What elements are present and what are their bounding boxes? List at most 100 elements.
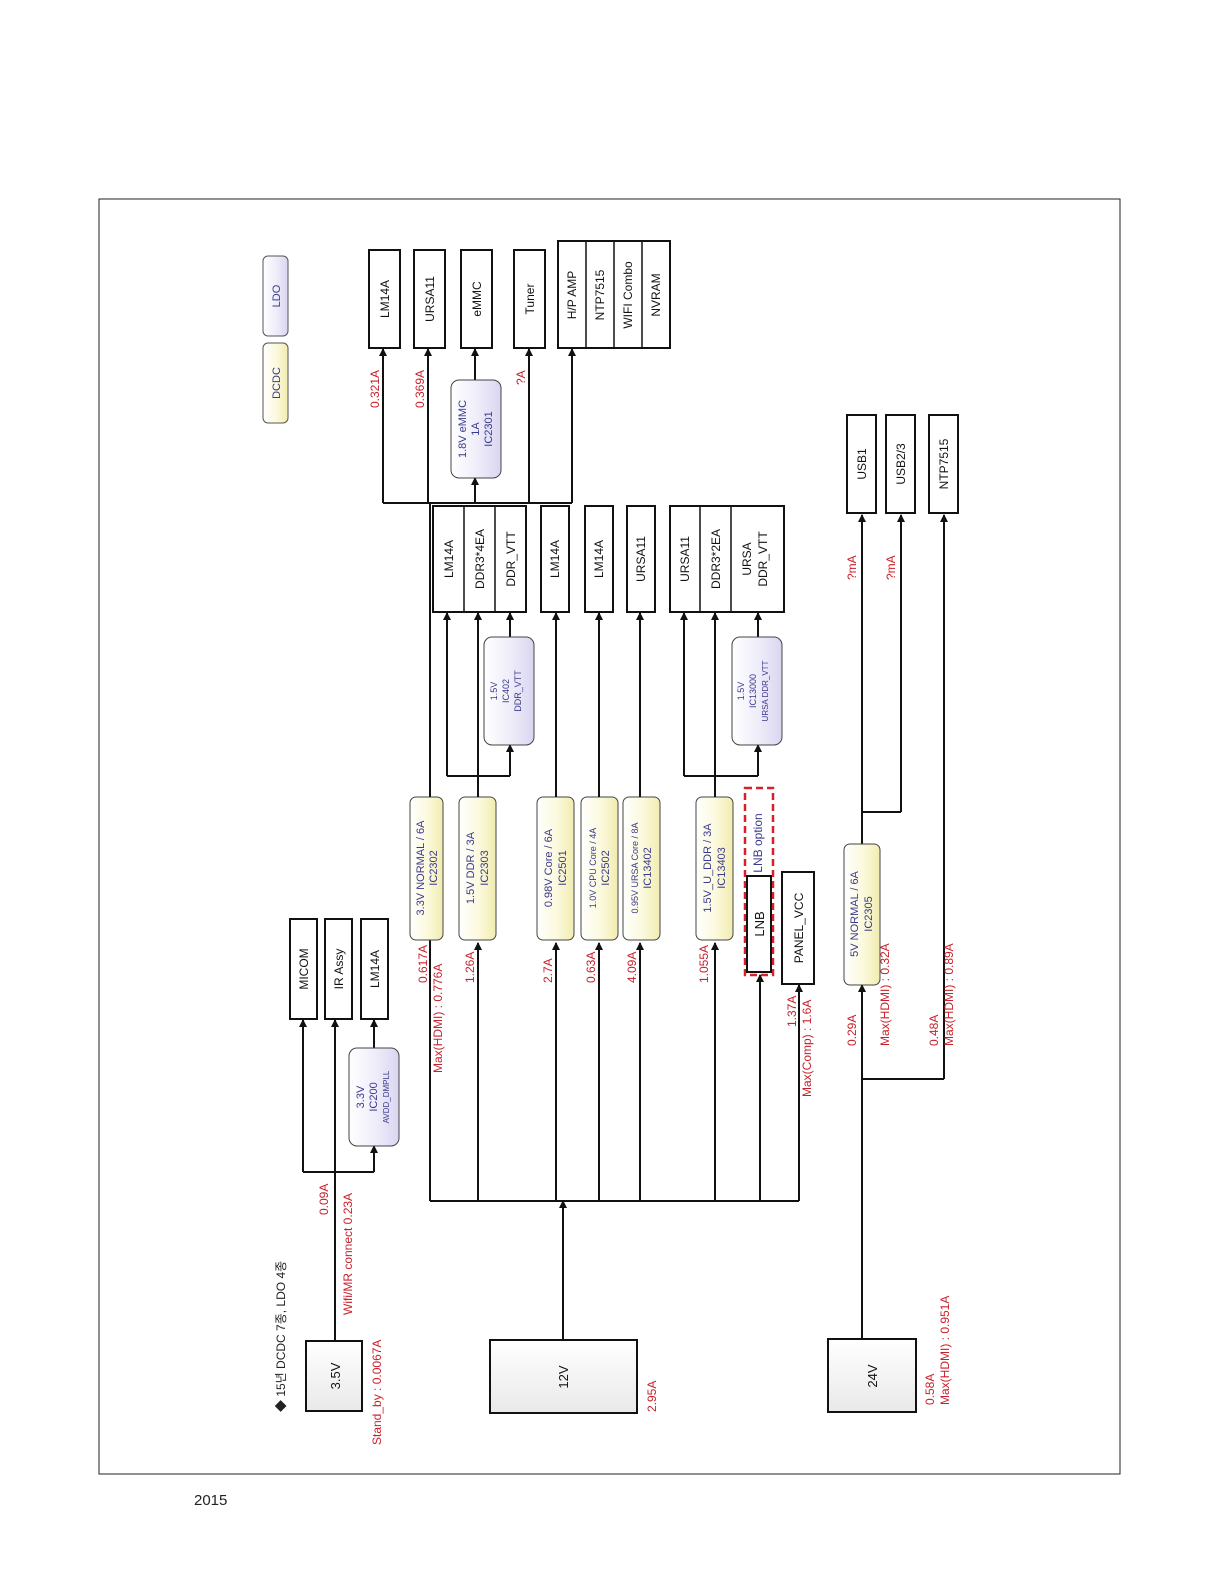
load-emmc bbox=[460, 249, 493, 349]
normal33-current: 0.617A bbox=[416, 945, 430, 983]
ic402-line3: DDR_VTT bbox=[513, 670, 523, 712]
ntp7515-current: 0.48A bbox=[927, 1015, 941, 1046]
source-3v5-label: 3.5V bbox=[328, 1362, 343, 1389]
ntp7515-max: Max(HDMI) : 0.89A bbox=[942, 943, 956, 1046]
micom-current: 0.09A bbox=[317, 1184, 331, 1215]
ic200-line1: 3.3V bbox=[355, 1085, 367, 1108]
load-ursa11-ddr-label: URSA11 bbox=[678, 536, 692, 582]
regulator-ic2301 bbox=[450, 379, 502, 479]
load-lm14a-standby bbox=[360, 918, 389, 1020]
load-lm14a-core-label: LM14A bbox=[548, 540, 562, 578]
normal33-max: Max(HDMI) : 0.776A bbox=[431, 964, 445, 1073]
wifi-current: Wifi/MR connect 0.23A bbox=[341, 1193, 355, 1315]
source-24v-max: Max(HDMI) : 0.951A bbox=[938, 1296, 952, 1405]
load-ursa11-core bbox=[626, 505, 656, 613]
panel-max: Max(Comp) : 1.6A bbox=[800, 1000, 814, 1097]
ic2501-line1: 0.98V Core / 6A bbox=[543, 828, 555, 907]
load-usb1-label: USB1 bbox=[855, 448, 869, 480]
regulator-ic2302 bbox=[409, 796, 444, 941]
source-12v-label: 12V bbox=[556, 1365, 571, 1388]
load-ddr3-4ea-label: DDR3*4EA bbox=[473, 529, 487, 589]
ic13000-line1: 1.5V bbox=[736, 682, 746, 701]
normal5v-max: Max(HDMI) : 0.32A bbox=[878, 943, 892, 1046]
load-nvram-label: NVRAM bbox=[649, 273, 663, 316]
lnb-option-outline bbox=[743, 786, 775, 977]
load-panel-vcc bbox=[781, 871, 815, 985]
cpu10-current: 0.63A bbox=[584, 952, 598, 983]
legend-title: ◆ 15년 DCDC 7종, LDO 4종 bbox=[274, 1261, 288, 1412]
lm14a-top-current: 0.321A bbox=[368, 370, 382, 408]
load-lm14a-standby-label: LM14A bbox=[368, 950, 382, 988]
load-ursa-vtt-line1: URSA bbox=[740, 542, 754, 575]
ursa095-current: 4.09A bbox=[625, 952, 639, 983]
load-lnb-label: LNB bbox=[752, 911, 767, 936]
ic2305-line1: 5V NORMAL / 6A bbox=[849, 870, 861, 956]
load-ursa-vtt-line2: DDR_VTT bbox=[756, 531, 770, 587]
ic2501-line2: IC2501 bbox=[557, 850, 569, 885]
ddr15-current: 1.26A bbox=[463, 952, 477, 983]
usb1-current: ?mA bbox=[845, 555, 859, 580]
source-24v bbox=[827, 1338, 917, 1413]
load-ir-assy bbox=[324, 918, 353, 1020]
ic2301-line3: IC2301 bbox=[483, 411, 495, 446]
load-ir-assy-label: IR Assy bbox=[332, 949, 346, 990]
ic2301-line2: 1A bbox=[470, 422, 482, 436]
ic13000-line3: URSA DDR_VTT bbox=[761, 660, 770, 721]
source-12v-current: 2.95A bbox=[645, 1381, 659, 1412]
load-ntp7515-top-label: NTP7515 bbox=[593, 269, 607, 320]
load-group-ddr bbox=[432, 505, 527, 613]
load-lm14a-top-label: LM14A bbox=[378, 280, 392, 318]
legend-dcdc-label: DCDC bbox=[271, 367, 283, 399]
regulator-ic2305 bbox=[843, 843, 881, 986]
load-hp-amp-label: H/P AMP bbox=[565, 271, 579, 319]
footer-year: 2015 bbox=[194, 1492, 228, 1509]
source-12v bbox=[489, 1339, 638, 1414]
load-micom bbox=[289, 918, 318, 1020]
core098-current: 2.7A bbox=[541, 958, 555, 983]
load-group-ursa-ddr bbox=[669, 505, 785, 613]
load-tuner-label: Tuner bbox=[523, 284, 537, 315]
source-24v-label: 24V bbox=[865, 1364, 880, 1387]
regulator-ic200 bbox=[348, 1047, 400, 1147]
load-lm14a-cpu-label: LM14A bbox=[592, 540, 606, 578]
ic2303-line1: 1.5V DDR / 3A bbox=[465, 831, 477, 904]
ic2302-line2: IC2302 bbox=[428, 850, 440, 885]
ic200-line3: AVDD_DMPLL bbox=[382, 1070, 391, 1123]
load-ddr-vtt-label: DDR_VTT bbox=[504, 531, 518, 587]
source-24v-current: 0.58A bbox=[923, 1374, 937, 1405]
standby-current: Stand_by : 0.0067A bbox=[370, 1340, 384, 1445]
ic2502-line2: IC2502 bbox=[600, 850, 612, 885]
ic200-line2: IC200 bbox=[368, 1082, 380, 1111]
ic2502-line1: 1.0V CPU Core / 4A bbox=[588, 828, 598, 909]
regulator-ic13402 bbox=[622, 796, 661, 941]
load-panel-vcc-label: PANEL_VCC bbox=[792, 892, 806, 963]
load-ntp7515-bottom bbox=[928, 414, 959, 514]
regulator-ic13000 bbox=[731, 636, 783, 746]
usb23-current: ?mA bbox=[884, 555, 898, 580]
tuner-current: ?A bbox=[514, 370, 528, 385]
ic2302-line1: 3.3V NORMAL / 6A bbox=[415, 820, 427, 916]
load-lm14a-top bbox=[368, 249, 401, 349]
load-ursa11-top-label: URSA11 bbox=[423, 276, 437, 322]
ic402-line2: IC402 bbox=[501, 679, 511, 703]
panel-current: 1.37A bbox=[785, 996, 799, 1027]
load-ddr3-2ea-label: DDR3*2EA bbox=[709, 529, 723, 589]
ursa11-top-current: 0.369A bbox=[413, 370, 427, 408]
ic13403-line1: 1.5V_U_DDR / 3A bbox=[702, 823, 714, 913]
ic13000-line2: IC13000 bbox=[748, 674, 758, 708]
legend-ldo-label: LDO bbox=[271, 284, 283, 307]
lnb-option-label: LNB option bbox=[751, 813, 765, 872]
ic13402-line1: 0.95V URSA Core / 8A bbox=[630, 822, 640, 913]
normal5v-current: 0.29A bbox=[845, 1015, 859, 1046]
ic2303-line2: IC2303 bbox=[479, 850, 491, 885]
load-wifi-combo-label: WIFI Combo bbox=[621, 261, 635, 329]
load-usb23-label: USB2/3 bbox=[894, 443, 908, 485]
load-lnb bbox=[746, 875, 772, 973]
ic2305-line2: IC2305 bbox=[863, 896, 875, 931]
load-ntp7515-bottom-label: NTP7515 bbox=[937, 438, 951, 489]
load-tuner bbox=[513, 249, 546, 349]
legend-ldo-swatch bbox=[262, 255, 289, 337]
ic13403-line2: IC13403 bbox=[716, 847, 728, 889]
ic402-line1: 1.5V bbox=[489, 682, 499, 701]
